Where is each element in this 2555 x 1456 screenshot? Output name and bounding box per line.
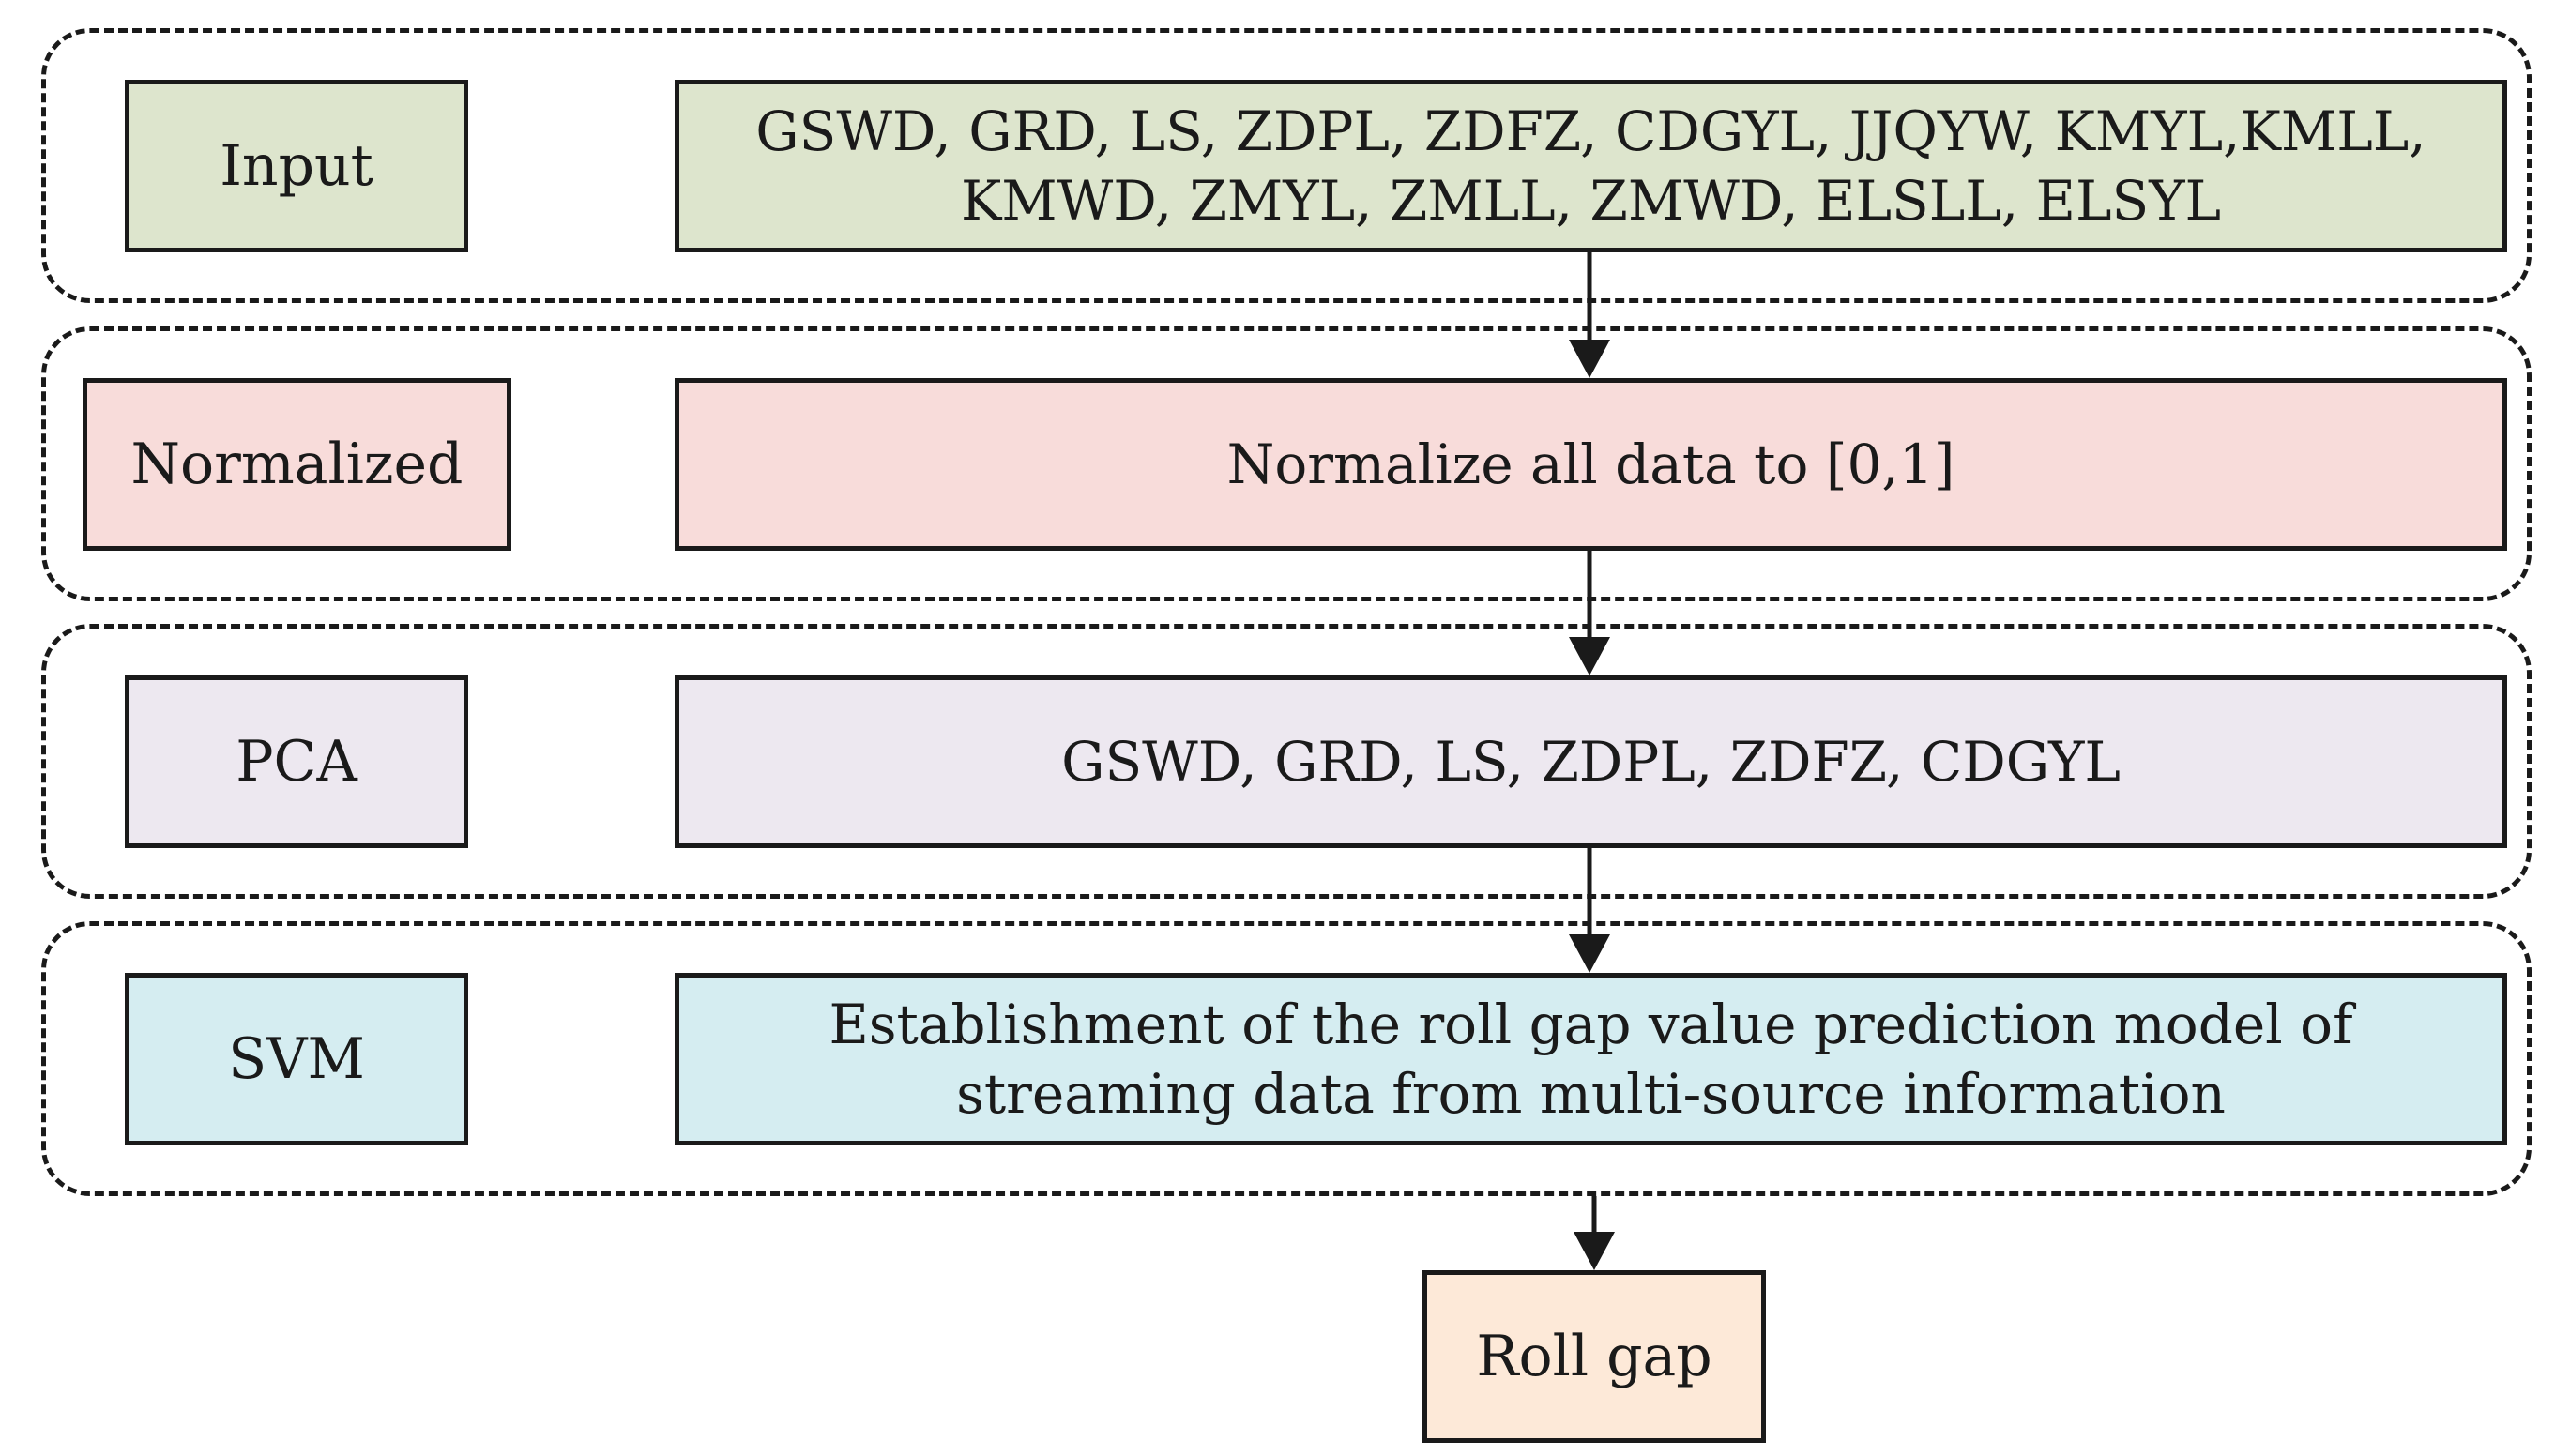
normalized-label: Normalized (130, 431, 464, 497)
svm-label: SVM (228, 1025, 365, 1092)
pca-content-box: GSWD, GRD, LS, ZDPL, ZDFZ, CDGYL (675, 675, 2507, 848)
normalized-content-box: Normalize all data to [0,1] (675, 378, 2507, 551)
svm-content-text: Establishment of the roll gap value pred… (829, 992, 2353, 1126)
pca-stage-group (41, 624, 2532, 899)
roll-gap-label: Roll gap (1476, 1323, 1712, 1389)
input-label: Input (220, 132, 373, 199)
input-variables-text: GSWD, GRD, LS, ZDPL, ZDFZ, CDGYL, JJQYW,… (755, 99, 2426, 233)
svm-stage-group (41, 921, 2532, 1196)
pca-features-text: GSWD, GRD, LS, ZDPL, ZDFZ, CDGYL (1061, 729, 2121, 794)
input-content-box: GSWD, GRD, LS, ZDPL, ZDFZ, CDGYL, JJQYW,… (675, 80, 2507, 252)
roll-gap-output-box: Roll gap (1422, 1270, 1766, 1443)
pca-label: PCA (236, 728, 357, 795)
svm-content-box: Establishment of the roll gap value pred… (675, 973, 2507, 1145)
pca-label-box: PCA (125, 675, 468, 848)
normalized-stage-group (41, 326, 2532, 601)
arrow-svm-to-roll-gap (1574, 1196, 1615, 1270)
input-stage-group (41, 28, 2532, 303)
normalized-label-box: Normalized (83, 378, 511, 551)
normalized-content-text: Normalize all data to [0,1] (1226, 432, 1955, 496)
input-label-box: Input (125, 80, 468, 252)
svm-label-box: SVM (125, 973, 468, 1145)
